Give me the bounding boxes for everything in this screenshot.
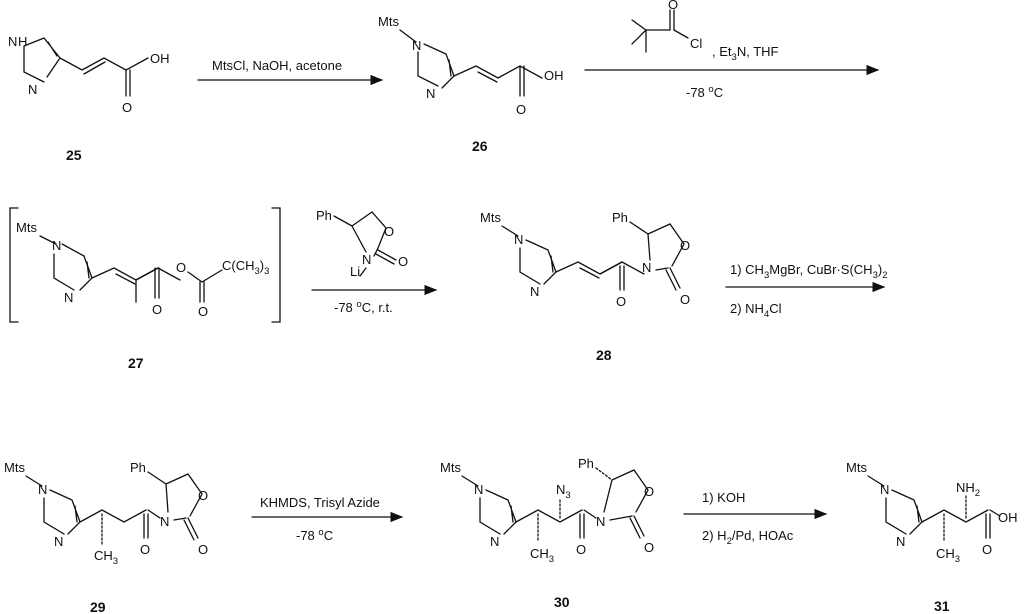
atom-mts: Mts <box>846 460 867 475</box>
reagent-step3: -78 oC, r.t. <box>334 299 393 315</box>
reagent-step5: KHMDS, Trisyl Azide <box>260 495 380 510</box>
atom-o: O <box>616 294 626 309</box>
compound-label-27: 27 <box>128 355 144 371</box>
reagent-step4-quench: 2) NH4Cl <box>730 301 782 320</box>
atom-n: N <box>596 514 605 529</box>
atom-n: N <box>474 482 483 497</box>
atom-n3: N3 <box>556 482 571 501</box>
atom-o: O <box>982 542 992 557</box>
compound-29: Mts N N CH3 O N Ph O O <box>4 460 208 567</box>
atom-ph: Ph <box>578 456 594 471</box>
atom-ch3: CH3 <box>94 548 118 567</box>
atom-o: O <box>644 484 654 499</box>
atom-o: O <box>140 542 150 557</box>
atom-n: N <box>54 534 63 549</box>
compound-label-29: 29 <box>90 599 106 614</box>
compound-label-31: 31 <box>934 598 950 614</box>
atom-mts: Mts <box>16 220 37 235</box>
compound-label-28: 28 <box>596 347 612 363</box>
atom-ch3: CH3 <box>530 546 554 565</box>
atom-oh: OH <box>544 68 564 83</box>
atom-ph: Ph <box>130 460 146 475</box>
atom-n: N <box>160 514 169 529</box>
atom-oh: OH <box>998 510 1018 525</box>
atom-n: N <box>426 86 435 101</box>
atom-n: N <box>52 238 61 253</box>
atom-n: N <box>38 482 47 497</box>
atom-n: N <box>642 260 651 275</box>
atom-n: N <box>880 482 889 497</box>
reagent-step6-koh: 1) KOH <box>702 490 745 505</box>
atom-o: O <box>384 224 394 239</box>
lithio-oxazolidinone: Ph N O O Li <box>316 208 408 279</box>
atom-o: O <box>680 292 690 307</box>
atom-n: N <box>490 534 499 549</box>
compound-26: Mts N N O OH <box>378 14 564 117</box>
atom-o: O <box>198 304 208 319</box>
atom-mts: Mts <box>480 210 501 225</box>
atom-n: N <box>8 34 17 49</box>
atom-tbu: C(CH3)3 <box>222 258 269 277</box>
atom-o: O <box>644 540 654 555</box>
compound-label-26: 26 <box>472 138 488 154</box>
reagent-step2: , Et3N, THF <box>712 44 779 63</box>
atom-ph: Ph <box>612 210 628 225</box>
reagent-step2-temp: -78 oC <box>686 84 723 100</box>
reagent-step4: 1) CH3MgBr, CuBr·S(CH3)2 <box>730 262 888 281</box>
atom-n: N <box>896 534 905 549</box>
atom-cl: Cl <box>690 36 702 51</box>
atom-n: N <box>362 252 371 267</box>
compound-30: Mts N N CH3 N3 O N Ph O O <box>440 456 654 565</box>
atom-o: O <box>176 260 186 275</box>
atom-o: O <box>198 488 208 503</box>
compound-27: Mts N N O O O C(CH3)3 <box>9 207 281 323</box>
pivaloyl-chloride: O Cl , Et3N, THF <box>631 0 779 63</box>
atom-n: N <box>530 284 539 299</box>
atom-ch3: CH3 <box>936 546 960 565</box>
atom-n: N <box>412 38 421 53</box>
reagent-step5-temp: -78 oC <box>296 527 333 543</box>
atom-mts: Mts <box>440 460 461 475</box>
compound-28: Mts N N O N Ph O O <box>480 210 690 309</box>
atom-n: N <box>514 232 523 247</box>
atom-o: O <box>398 254 408 269</box>
atom-n: N <box>64 290 73 305</box>
reagent-step6-hydrogenation: 2) H2/Pd, HOAc <box>702 528 794 547</box>
atom-o: O <box>122 100 132 115</box>
atom-mts: Mts <box>4 460 25 475</box>
atom-o: O <box>680 238 690 253</box>
atom-li: Li <box>350 264 360 279</box>
atom-ph: Ph <box>316 208 332 223</box>
atom-n: N <box>28 82 37 97</box>
atom-nh2: NH2 <box>956 480 980 499</box>
compound-label-30: 30 <box>554 594 570 610</box>
atom-o: O <box>516 102 526 117</box>
compound-31: Mts N N CH3 NH2 O OH <box>846 460 1018 565</box>
atom-o: O <box>576 542 586 557</box>
reagent-step1: MtsCl, NaOH, acetone <box>212 58 342 73</box>
atom-mts: Mts <box>378 14 399 29</box>
atom-o: O <box>668 0 678 12</box>
atom-o: O <box>152 302 162 317</box>
atom-h: H <box>18 34 27 49</box>
compound-25: N H N O OH <box>8 34 170 115</box>
compound-label-25: 25 <box>66 147 82 163</box>
atom-oh: OH <box>150 51 170 66</box>
atom-o: O <box>198 542 208 557</box>
